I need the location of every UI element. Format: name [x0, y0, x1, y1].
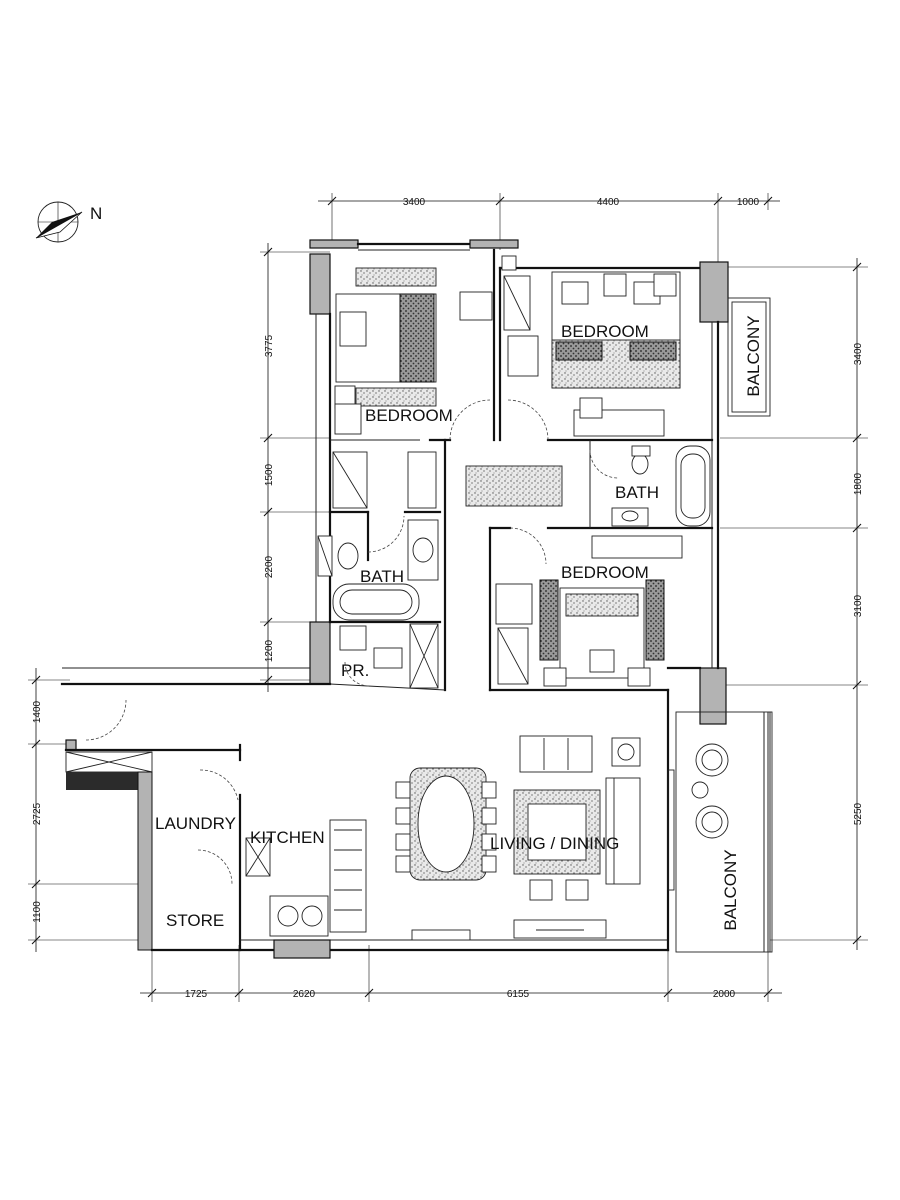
- bed-3-icon: [495, 535, 683, 687]
- bath-2-fixtures: [611, 445, 711, 527]
- north-arrow-icon: [35, 201, 83, 243]
- room-label-living-dining: LIVING / DINING: [490, 834, 619, 853]
- dim-bottom-2: 2620: [293, 989, 316, 1000]
- wardrobe-1-icon: [332, 451, 437, 509]
- dim-bottom-3: 6155: [507, 989, 530, 1000]
- room-label-bedroom-2: BEDROOM: [561, 322, 649, 341]
- room-label-pr: PR.: [341, 661, 369, 680]
- room-label-kitchen: KITCHEN: [250, 828, 325, 847]
- doors: [85, 399, 619, 885]
- room-label-bedroom-1: BEDROOM: [365, 406, 453, 425]
- dim-left-1: 3775: [264, 334, 275, 357]
- dim-right-4: 5250: [853, 802, 864, 825]
- dim-right-3: 3100: [853, 594, 864, 617]
- walls: [60, 239, 729, 959]
- tv-console-icon: [411, 919, 607, 941]
- dining-table-icon: [395, 767, 497, 881]
- dim-left-2: 1500: [264, 463, 275, 486]
- dim-bottom-4: 2000: [713, 989, 736, 1000]
- dim-top-3: 1000: [737, 197, 760, 208]
- dim-top-2: 4400: [597, 197, 620, 208]
- dim-top-1: 3400: [403, 197, 426, 208]
- north-label: N: [90, 204, 102, 223]
- dim-bottom-1: 1725: [185, 989, 208, 1000]
- room-label-bedroom-3: BEDROOM: [561, 563, 649, 582]
- dim-right-1: 3400: [853, 342, 864, 365]
- bed-2-icon: [501, 255, 681, 437]
- dimension-bottom: 1725 2620 6155 2000: [140, 940, 782, 1002]
- room-label-balcony-1: BALCONY: [744, 315, 763, 396]
- room-label-balcony-2: BALCONY: [721, 849, 740, 930]
- powder-room-fixtures: [339, 623, 439, 689]
- dimension-left-lower: 1400 2725 1100: [28, 668, 140, 952]
- dim-left-4: 1200: [264, 639, 275, 662]
- sofa-icon: [519, 735, 641, 885]
- dimension-top: 3400 4400 1000: [318, 193, 780, 265]
- kitchen-counter-icon: [245, 819, 367, 937]
- hall-rug-icon: [465, 465, 563, 507]
- bath-1-fixtures: [317, 519, 439, 621]
- dim-left-lower-3: 1100: [32, 901, 43, 923]
- dim-right-2: 1800: [853, 472, 864, 495]
- coffee-table-icon: [513, 789, 601, 901]
- dim-left-lower-1: 1400: [32, 700, 43, 723]
- room-label-bath-2: BATH: [615, 483, 659, 502]
- balcony-bottom: [667, 711, 773, 953]
- room-label-bath-1: BATH: [360, 567, 404, 586]
- balcony-top: [727, 297, 771, 417]
- dim-left-3: 2200: [264, 555, 275, 578]
- dimension-right: 3400 1800 3100 5250: [700, 258, 868, 950]
- room-label-laundry: LAUNDRY: [155, 814, 236, 833]
- dim-left-lower-2: 2725: [32, 802, 43, 825]
- bed-1-icon: [334, 267, 493, 435]
- room-label-store: STORE: [166, 911, 224, 930]
